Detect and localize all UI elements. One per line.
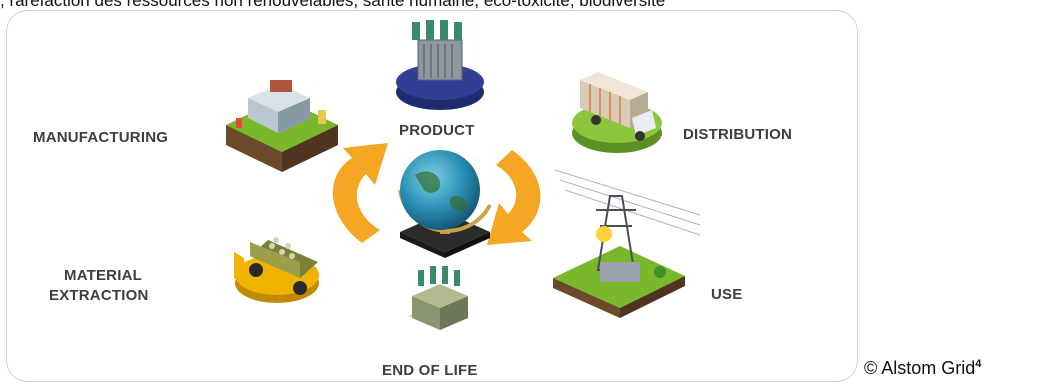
globe-icon [398, 150, 492, 258]
truck-on-disc-icon [572, 72, 662, 153]
label-material-line2: EXTRACTION [49, 287, 149, 304]
image-credit: © Alstom Grid4 [864, 358, 981, 379]
label-distribution: DISTRIBUTION [683, 126, 793, 143]
label-end-of-life: END OF LIFE [382, 362, 478, 379]
substation-block-icon [553, 169, 701, 318]
label-manufacturing: MANUFACTURING [33, 129, 169, 146]
label-product: PRODUCT [399, 122, 475, 139]
factory-block-icon [226, 80, 338, 172]
cycle-arrow-icon [332, 143, 541, 245]
transformer-icon [408, 266, 470, 330]
label-use: USE [711, 286, 743, 303]
intro-text-line: , rarefaction des ressources non renouve… [0, 0, 666, 10]
credit-text: © Alstom Grid [864, 358, 976, 378]
transformer-on-disc-icon [396, 20, 484, 110]
credit-footnote-ref: 4 [975, 358, 982, 370]
label-material-line1: MATERIAL [64, 267, 142, 284]
mining-truck-icon [234, 237, 319, 303]
